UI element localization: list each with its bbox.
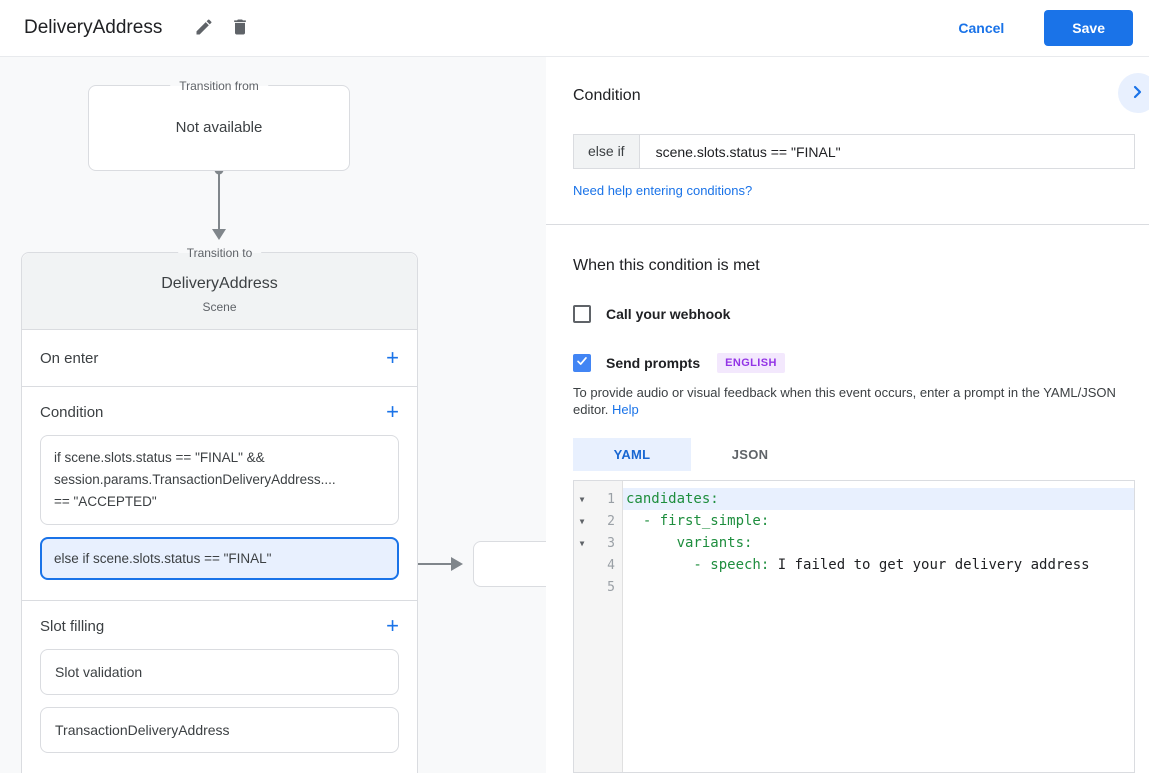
- slot-item-transaction-delivery-address[interactable]: TransactionDeliveryAddress: [40, 707, 399, 753]
- condition-item-if[interactable]: if scene.slots.status == "FINAL" && sess…: [40, 435, 399, 525]
- tab-yaml[interactable]: YAML: [573, 438, 691, 471]
- slot-filling-label: Slot filling: [40, 617, 105, 635]
- condition-if-line: if scene.slots.status == "FINAL" &&: [54, 450, 265, 465]
- condition-if-line: == "ACCEPTED": [54, 494, 157, 509]
- condition-section: Condition + if scene.slots.status == "FI…: [22, 387, 417, 601]
- condition-if-line: session.params.TransactionDeliveryAddres…: [54, 472, 336, 487]
- webhook-row: Call your webhook: [573, 305, 1135, 323]
- line-number: 4: [607, 557, 615, 573]
- condition-help-link[interactable]: Need help entering conditions?: [573, 183, 753, 198]
- line-number: 1: [607, 491, 615, 507]
- condition-expression-row: else if: [573, 134, 1135, 169]
- add-on-enter-button[interactable]: +: [386, 345, 399, 370]
- condition-section-label: Condition: [40, 403, 104, 421]
- transition-to-card: Transition to DeliveryAddress Scene On e…: [21, 245, 418, 773]
- line-number: 2: [607, 513, 615, 529]
- panel-title: Condition: [573, 87, 641, 104]
- call-webhook-checkbox[interactable]: [573, 305, 591, 323]
- line-number: 5: [607, 579, 615, 595]
- collapse-panel-button[interactable]: [1118, 73, 1149, 113]
- help-link[interactable]: Help: [612, 402, 639, 417]
- pencil-icon: [194, 17, 214, 40]
- editor-code-area[interactable]: candidates: - first_simple: variants: - …: [623, 481, 1134, 772]
- cancel-button[interactable]: Cancel: [958, 20, 1005, 36]
- call-webhook-label: Call your webhook: [606, 306, 731, 322]
- prompt-help-text: To provide audio or visual feedback when…: [573, 384, 1135, 418]
- scene-name: DeliveryAddress: [161, 275, 278, 292]
- scene-card-header[interactable]: DeliveryAddress Scene: [22, 253, 417, 330]
- transition-from-legend: Transition from: [170, 78, 268, 94]
- yaml-key: variants:: [626, 535, 753, 551]
- code-line: variants:: [623, 532, 1134, 554]
- page-title: DeliveryAddress: [24, 17, 163, 38]
- slot-item-validation[interactable]: Slot validation: [40, 649, 399, 695]
- language-badge: ENGLISH: [717, 353, 785, 373]
- yaml-key: candidates:: [626, 491, 719, 507]
- tab-json[interactable]: JSON: [731, 447, 769, 462]
- checkmark-icon: [575, 354, 589, 373]
- panel-divider: [546, 224, 1149, 225]
- editor-gutter: ▼ 1 ▼ 2 ▼ 3 4 5: [574, 481, 623, 772]
- code-line: candidates:: [623, 488, 1134, 510]
- line-number: 3: [607, 535, 615, 551]
- code-line: - speech: I failed to get your delivery …: [623, 554, 1134, 576]
- scene-type-label: Scene: [202, 300, 237, 314]
- yaml-key: - first_simple:: [626, 513, 770, 529]
- send-prompts-row: Send prompts ENGLISH: [573, 353, 1135, 373]
- save-button[interactable]: Save: [1044, 10, 1133, 46]
- top-bar: DeliveryAddress Cancel Save: [0, 0, 1149, 57]
- trash-icon: [230, 17, 250, 40]
- scene-diagram: Transition from Not available Transition…: [0, 57, 546, 773]
- send-prompts-label: Send prompts: [606, 355, 701, 371]
- main-area: Transition from Not available Transition…: [0, 57, 1149, 773]
- transition-from-value: Not available: [175, 119, 263, 136]
- on-enter-section: On enter +: [22, 330, 417, 387]
- yaml-key: - speech:: [626, 557, 770, 573]
- delete-scene-button[interactable]: [222, 10, 258, 46]
- add-slot-button[interactable]: +: [386, 613, 399, 638]
- yaml-code-editor[interactable]: ▼ 1 ▼ 2 ▼ 3 4 5 candidates: - first_simple:…: [573, 480, 1135, 773]
- code-line: - first_simple:: [623, 510, 1134, 532]
- add-condition-button[interactable]: +: [386, 399, 399, 424]
- code-line: [623, 576, 1134, 598]
- send-prompts-checkbox[interactable]: [573, 354, 591, 372]
- condition-expression-input[interactable]: [638, 134, 1135, 169]
- fold-toggle-icon[interactable]: ▼: [579, 516, 585, 526]
- transition-to-legend: Transition to: [177, 245, 262, 261]
- transition-target-box[interactable]: [473, 541, 546, 587]
- fold-toggle-icon[interactable]: ▼: [579, 494, 585, 504]
- slot-filling-section: Slot filling + Slot validation Transacti…: [22, 601, 417, 773]
- fold-toggle-icon[interactable]: ▼: [579, 538, 585, 548]
- when-condition-met-title: When this condition is met: [573, 257, 760, 274]
- on-enter-label: On enter: [40, 349, 99, 367]
- yaml-value: I failed to get your delivery address: [769, 557, 1090, 573]
- prompt-help-body: To provide audio or visual feedback when…: [573, 385, 1116, 417]
- editor-format-tabs: YAML JSON: [573, 438, 1135, 471]
- edit-title-button[interactable]: [186, 10, 222, 46]
- chevron-right-icon: [1129, 83, 1147, 104]
- condition-item-else-if-selected[interactable]: else if scene.slots.status == "FINAL": [40, 537, 399, 580]
- transition-from-box[interactable]: Transition from Not available: [88, 78, 350, 171]
- condition-operator-label: else if: [573, 134, 640, 169]
- condition-panel: Condition else if Need help entering con…: [546, 57, 1149, 773]
